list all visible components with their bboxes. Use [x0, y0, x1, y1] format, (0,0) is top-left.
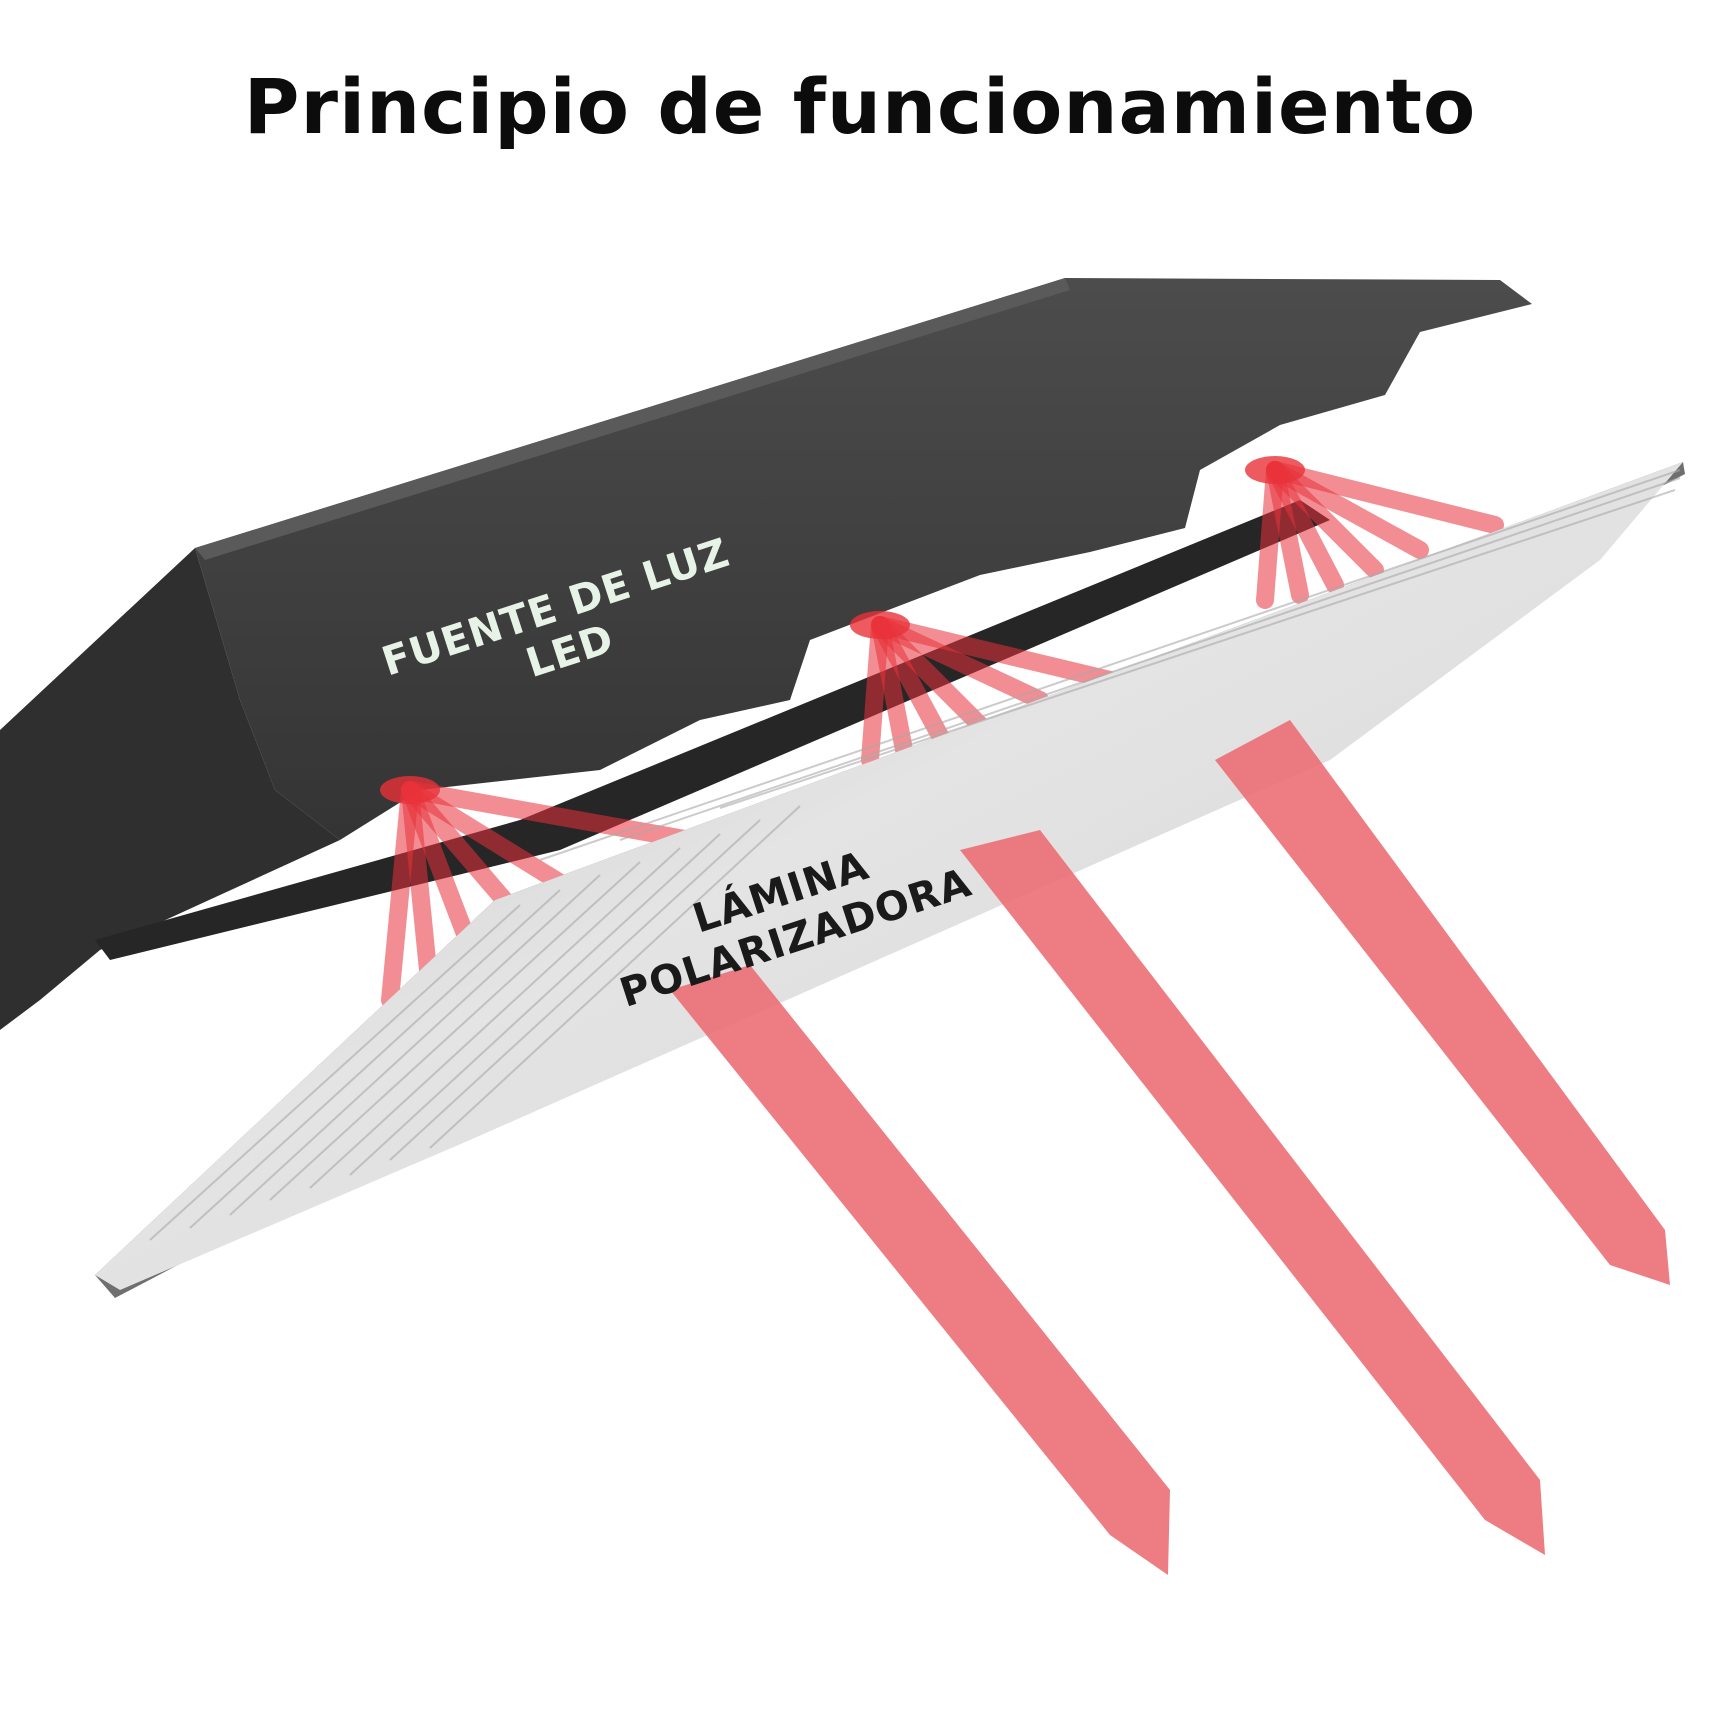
beam-left — [670, 965, 1170, 1575]
housing-top-face — [195, 278, 1532, 840]
housing-front-face — [0, 548, 340, 1030]
beam-right — [1215, 720, 1670, 1285]
sheet-ridges — [149, 469, 1681, 1241]
diagram-title: Principio de funcionamiento — [243, 62, 1477, 151]
led-emitter-middle — [850, 611, 910, 639]
housing-lower-rail — [95, 500, 1330, 960]
sheet-face — [95, 462, 1683, 1290]
led-right-rays — [1256, 461, 1504, 609]
polarizing-sheet — [95, 462, 1685, 1298]
housing-edge-highlight — [195, 278, 1070, 560]
led-emitter-right — [1245, 456, 1305, 484]
led-housing — [0, 278, 1532, 1030]
led-emitter-left — [380, 776, 440, 804]
polarized-beams — [670, 720, 1670, 1575]
led-middle-rays — [861, 616, 1119, 769]
beam-middle — [960, 830, 1545, 1555]
led-emitters — [380, 456, 1305, 804]
